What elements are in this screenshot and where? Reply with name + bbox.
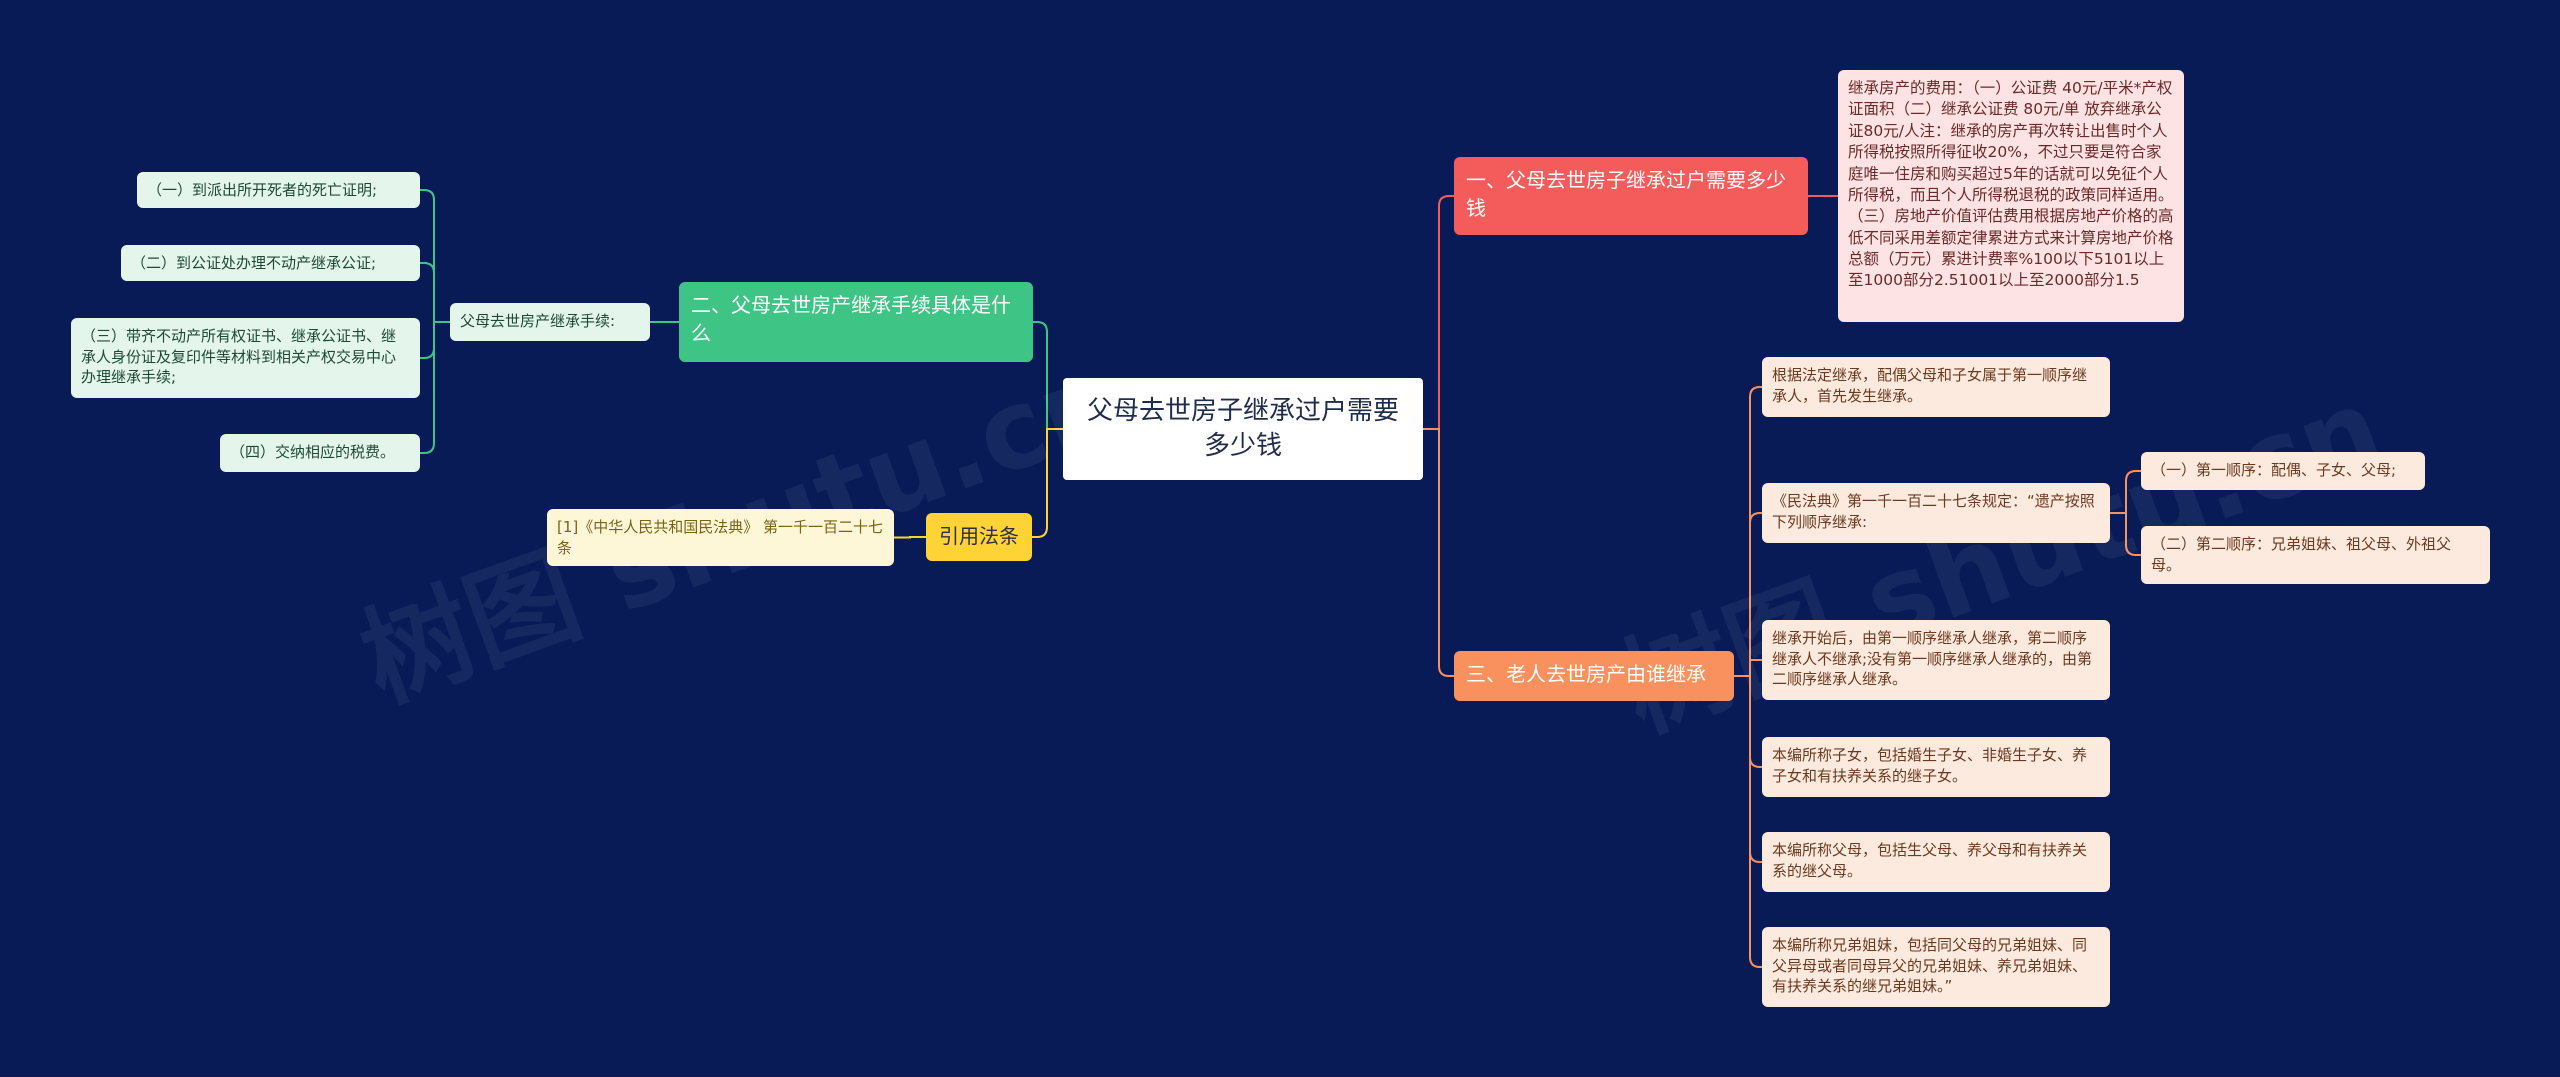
link-heir-rule-5 xyxy=(1734,675,1762,863)
heir-rule-order[interactable]: 继承开始后，由第一顺序继承人继承，第二顺序继承人不继承;没有第一顺序继承人继承的… xyxy=(1762,620,2110,700)
branch-inheritance-procedure[interactable]: 二、父母去世房产继承手续具体是什么 xyxy=(679,282,1033,362)
heir-rule-parents[interactable]: 本编所称父母，包括生父母、养父母和有扶养关系的继父母。 xyxy=(1762,832,2110,892)
link-order-first xyxy=(2110,470,2141,514)
procedure-step-3[interactable]: （三）带齐不动产所有权证书、继承公证书、继承人身份证及复印件等材料到相关产权交易… xyxy=(71,318,420,398)
procedure-step-2[interactable]: （二）到公证处办理不动产继承公证; xyxy=(121,245,420,281)
link-heir-rule-1 xyxy=(1734,386,1762,677)
link-order-second xyxy=(2110,512,2141,556)
heir-rule-children[interactable]: 本编所称子女，包括婚生子女、非婚生子女、养子女和有扶养关系的继子女。 xyxy=(1762,737,2110,797)
branch-inheritance-fees[interactable]: 一、父母去世房子继承过户需要多少钱 xyxy=(1454,157,1808,235)
heir-order-first[interactable]: （一）第一顺序：配偶、子女、父母; xyxy=(2141,452,2425,490)
link-root-branch2 xyxy=(1033,321,1063,430)
inheritance-fees-detail[interactable]: 继承房产的费用：（一）公证费 40元/平米*产权证面积（二）继承公证费 80元/… xyxy=(1838,70,2184,322)
link-heir-rule-6 xyxy=(1734,675,1762,968)
link-heir-rule-3 xyxy=(1734,659,1762,677)
heir-rule-siblings[interactable]: 本编所称兄弟姐妹，包括同父母的兄弟姐妹、同父异母或者同母异父的兄弟姐妹、养兄弟姐… xyxy=(1762,927,2110,1007)
heir-rule-civil-code[interactable]: 《民法典》第一千一百二十七条规定：“遗产按照下列顺序继承: xyxy=(1762,483,2110,543)
link-procedure-step-4 xyxy=(420,321,450,454)
root-topic[interactable]: 父母去世房子继承过户需要多少钱 xyxy=(1063,378,1423,480)
procedure-step-1[interactable]: （一）到派出所开死者的死亡证明; xyxy=(137,172,420,208)
procedure-subtopic[interactable]: 父母去世房产继承手续: xyxy=(450,303,650,341)
link-root-branch4 xyxy=(1032,428,1063,538)
link-root-branch3 xyxy=(1423,428,1454,677)
heir-order-second[interactable]: （二）第二顺序：兄弟姐妹、祖父母、外祖父母。 xyxy=(2141,526,2490,584)
link-root-branch1 xyxy=(1423,195,1454,430)
heir-rule-1[interactable]: 根据法定继承，配偶父母和子女属于第一顺序继承人，首先发生继承。 xyxy=(1762,357,2110,417)
link-heir-rule-2 xyxy=(1734,512,1762,677)
cited-law-reference[interactable]: [1]《中华人民共和国民法典》 第一千一百二十七条 xyxy=(547,509,894,566)
link-heir-rule-4 xyxy=(1734,675,1762,768)
link-procedure-step-1 xyxy=(420,189,450,323)
branch-cited-law[interactable]: 引用法条 xyxy=(926,513,1032,561)
procedure-step-4[interactable]: （四）交纳相应的税费。 xyxy=(220,434,420,472)
link-procedure-step-2 xyxy=(420,262,450,323)
branch-who-inherits[interactable]: 三、老人去世房产由谁继承 xyxy=(1454,651,1734,701)
link-branch4-ref xyxy=(894,536,926,539)
